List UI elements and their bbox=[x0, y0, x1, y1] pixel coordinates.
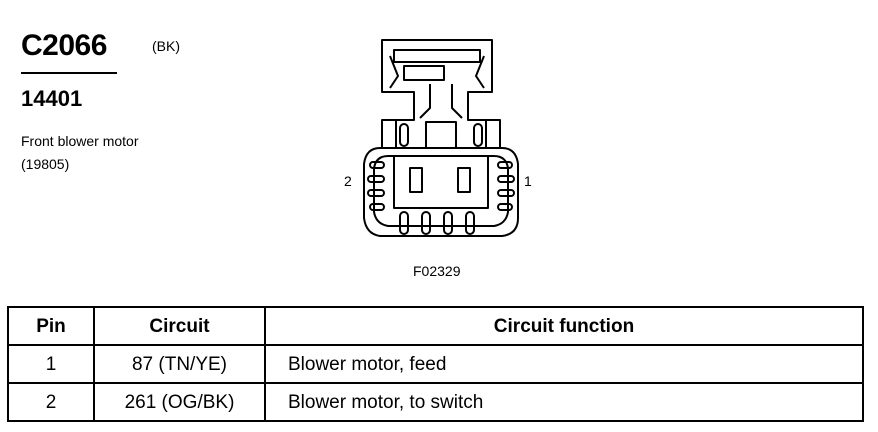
rib-bottom-2 bbox=[421, 211, 431, 235]
figure-code: F02329 bbox=[413, 263, 461, 279]
connector-face-drawing bbox=[363, 39, 519, 237]
latch-stem bbox=[419, 84, 463, 119]
latch-tab-left bbox=[389, 55, 399, 89]
connector-body bbox=[363, 147, 519, 237]
terminal-pin-2 bbox=[409, 167, 423, 193]
part-number: 14401 bbox=[21, 86, 83, 111]
rib-right-2 bbox=[497, 175, 515, 183]
cell-circuit-function: Blower motor, to switch bbox=[264, 382, 864, 422]
latch-slot-upper bbox=[393, 49, 481, 63]
connector-id-underline bbox=[21, 72, 117, 74]
cell-pin: 1 bbox=[7, 344, 95, 384]
header-circuit: Circuit bbox=[93, 306, 266, 346]
connector-reference: (19805) bbox=[21, 156, 70, 172]
cell-pin: 2 bbox=[7, 382, 95, 422]
rib-bottom-1 bbox=[399, 211, 409, 235]
rib-right-1 bbox=[497, 161, 513, 169]
cell-circuit: 261 (OG/BK) bbox=[93, 382, 266, 422]
latch-stem-box bbox=[425, 121, 457, 149]
connector-id: C2066 bbox=[21, 29, 107, 62]
pin-1-label: 1 bbox=[524, 173, 532, 189]
table-row: 2 261 (OG/BK) Blower motor, to switch bbox=[7, 382, 864, 422]
rib-right-4 bbox=[497, 203, 513, 211]
table-row: 1 87 (TN/YE) Blower motor, feed bbox=[7, 344, 864, 384]
shoulder-slot-left bbox=[399, 123, 409, 147]
rib-bottom-4 bbox=[465, 211, 475, 235]
connector-color-code: (BK) bbox=[152, 38, 180, 54]
header-circuit-function: Circuit function bbox=[264, 306, 864, 346]
pin-2-label: 2 bbox=[344, 173, 352, 189]
rib-right-3 bbox=[497, 189, 515, 197]
rib-left-4 bbox=[369, 203, 385, 211]
rib-left-3 bbox=[367, 189, 385, 197]
rib-left-2 bbox=[367, 175, 385, 183]
terminal-pin-1 bbox=[457, 167, 471, 193]
header-pin: Pin bbox=[7, 306, 95, 346]
connector-description: Front blower motor bbox=[21, 133, 139, 149]
terminal-cavity bbox=[393, 155, 489, 209]
pinout-table: Pin Circuit Circuit function 1 87 (TN/YE… bbox=[7, 306, 864, 422]
shoulder-slot-right bbox=[473, 123, 483, 147]
cell-circuit-function: Blower motor, feed bbox=[264, 344, 864, 384]
rib-bottom-3 bbox=[443, 211, 453, 235]
latch-slot-lower bbox=[403, 65, 445, 81]
table-header-row: Pin Circuit Circuit function bbox=[7, 306, 864, 346]
cell-circuit: 87 (TN/YE) bbox=[93, 344, 266, 384]
latch-tab-right bbox=[475, 55, 485, 89]
rib-left-1 bbox=[369, 161, 385, 169]
